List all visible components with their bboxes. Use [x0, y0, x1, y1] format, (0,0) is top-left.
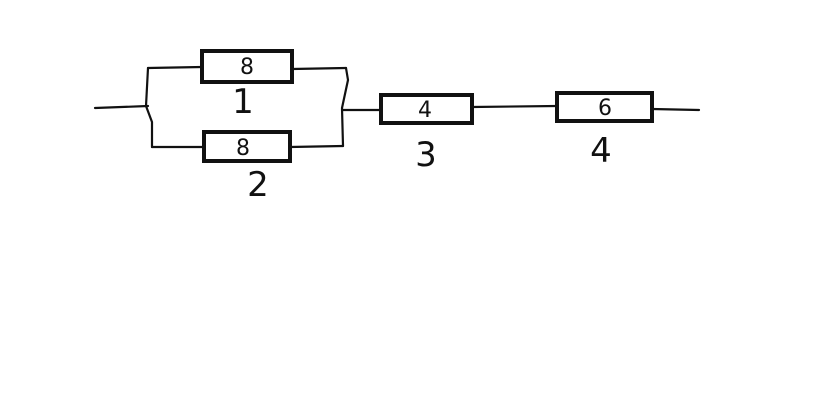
resistor-3-to-resistor-4-wire [470, 104, 559, 109]
output-wire [650, 107, 701, 112]
resistor-2: 8 2 [202, 130, 292, 205]
resistor-2-body [202, 130, 292, 163]
resistor-4-body [555, 91, 654, 123]
resistor-3-value: 4 [418, 98, 432, 123]
left-junction-wire [144, 66, 154, 149]
right-junction-wire [340, 66, 350, 148]
resistor-2-value: 8 [236, 136, 250, 161]
resistor-4-label: 4 [590, 131, 612, 171]
branch-1-right-wire [290, 66, 348, 71]
input-wire [93, 104, 150, 110]
resistor-1-body [200, 49, 294, 84]
resistor-1-value: 8 [240, 55, 254, 80]
resistor-3-body [379, 93, 474, 125]
resistor-1-label: 1 [232, 82, 254, 122]
resistor-3-label: 3 [415, 135, 437, 175]
resistor-3: 4 3 [379, 93, 474, 175]
resistor-1: 8 1 [200, 49, 294, 122]
resistor-2-label: 2 [247, 165, 269, 205]
branch-1-left-wire [146, 65, 204, 70]
resistor-4: 6 4 [555, 91, 654, 171]
resistor-4-value: 6 [598, 96, 612, 121]
branch-2-right-wire [288, 144, 345, 149]
